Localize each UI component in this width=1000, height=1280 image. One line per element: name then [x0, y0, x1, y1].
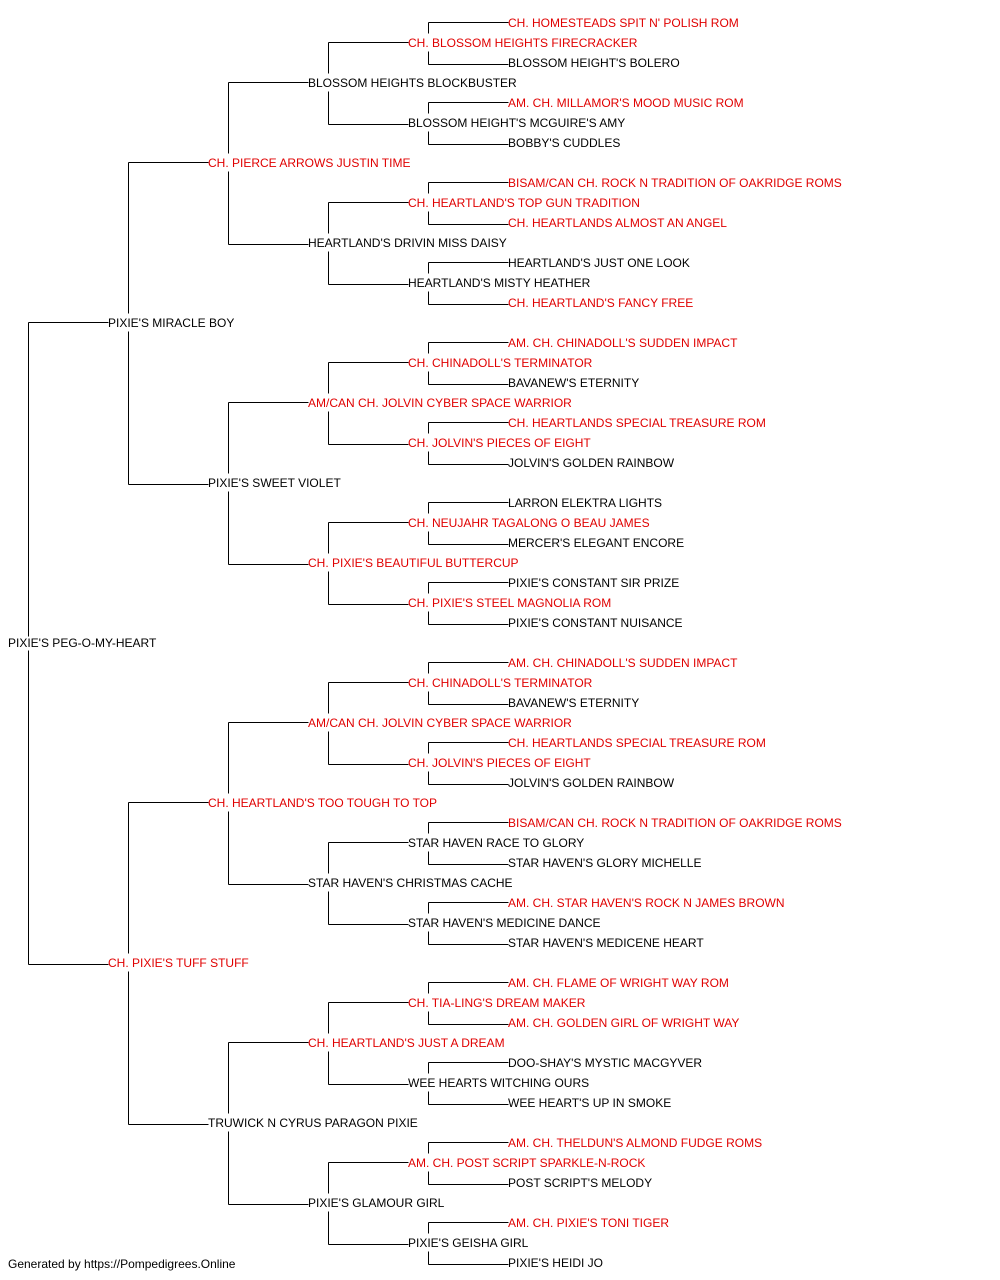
ancestor-name: STAR HAVEN'S GLORY MICHELLE [508, 856, 702, 870]
ancestor-name: POST SCRIPT'S MELODY [508, 1176, 653, 1190]
generated-by-footer: Generated by https://Pompedigrees.Online [8, 1257, 236, 1271]
ancestor-name: AM. CH. CHINADOLL'S SUDDEN IMPACT [508, 336, 738, 350]
ancestor-name: CH. HEARTLAND'S JUST A DREAM [308, 1036, 505, 1050]
ancestor-name: CH. NEUJAHR TAGALONG O BEAU JAMES [408, 516, 650, 530]
ancestor-name: PIXIE'S CONSTANT NUISANCE [508, 616, 683, 630]
ancestor-name: AM. CH. POST SCRIPT SPARKLE-N-ROCK [408, 1156, 646, 1170]
ancestor-name: AM. CH. CHINADOLL'S SUDDEN IMPACT [508, 656, 738, 670]
ancestor-name: JOLVIN'S GOLDEN RAINBOW [508, 776, 675, 790]
ancestor-name: STAR HAVEN RACE TO GLORY [408, 836, 585, 850]
ancestor-name: AM. CH. STAR HAVEN'S ROCK N JAMES BROWN [508, 896, 785, 910]
ancestor-name: CH. PIERCE ARROWS JUSTIN TIME [208, 156, 411, 170]
ancestor-name: CH. JOLVIN'S PIECES OF EIGHT [408, 756, 591, 770]
ancestor-name: BAVANEW'S ETERNITY [508, 376, 640, 390]
ancestor-name: PIXIE'S GLAMOUR GIRL [308, 1196, 445, 1210]
ancestor-name: CH. HOMESTEADS SPIT N' POLISH ROM [508, 16, 739, 30]
ancestor-name: AM. CH. FLAME OF WRIGHT WAY ROM [508, 976, 729, 990]
ancestor-name: BISAM/CAN CH. ROCK N TRADITION OF OAKRID… [508, 816, 842, 830]
ancestor-name: HEARTLAND'S JUST ONE LOOK [508, 256, 690, 270]
ancestor-name: AM. CH. GOLDEN GIRL OF WRIGHT WAY [508, 1016, 740, 1030]
ancestor-name: CH. PIXIE'S TUFF STUFF [108, 956, 249, 970]
ancestor-name: HEARTLAND'S DRIVIN MISS DAISY [308, 236, 507, 250]
ancestor-name: CH. CHINADOLL'S TERMINATOR [408, 356, 593, 370]
ancestor-name: BLOSSOM HEIGHTS BLOCKBUSTER [308, 76, 517, 90]
ancestor-name: CH. HEARTLAND'S TOP GUN TRADITION [408, 196, 640, 210]
ancestor-name: STAR HAVEN'S MEDICENE HEART [508, 936, 704, 950]
ancestor-name: WEE HEART'S UP IN SMOKE [508, 1096, 672, 1110]
ancestor-name: AM/CAN CH. JOLVIN CYBER SPACE WARRIOR [308, 396, 572, 410]
ancestor-name: CH. HEARTLANDS ALMOST AN ANGEL [508, 216, 727, 230]
ancestor-name: CH. HEARTLANDS SPECIAL TREASURE ROM [508, 736, 766, 750]
ancestor-name: LARRON ELEKTRA LIGHTS [508, 496, 663, 510]
ancestor-name: CH. BLOSSOM HEIGHTS FIRECRACKER [408, 36, 638, 50]
ancestor-name: PIXIE'S SWEET VIOLET [208, 476, 341, 490]
ancestor-name: WEE HEARTS WITCHING OURS [408, 1076, 590, 1090]
ancestor-name: CH. PIXIE'S BEAUTIFUL BUTTERCUP [308, 556, 519, 570]
ancestor-name: MERCER'S ELEGANT ENCORE [508, 536, 685, 550]
ancestor-name: HEARTLAND'S MISTY HEATHER [408, 276, 591, 290]
ancestor-name: DOO-SHAY'S MYSTIC MACGYVER [508, 1056, 703, 1070]
ancestor-name: BLOSSOM HEIGHT'S MCGUIRE'S AMY [408, 116, 626, 130]
ancestor-name: AM. CH. PIXIE'S TONI TIGER [508, 1216, 669, 1230]
ancestor-name: CH. PIXIE'S STEEL MAGNOLIA ROM [408, 596, 612, 610]
ancestor-name: CH. HEARTLAND'S TOO TOUGH TO TOP [208, 796, 438, 810]
ancestor-name: BISAM/CAN CH. ROCK N TRADITION OF OAKRID… [508, 176, 842, 190]
ancestor-name: TRUWICK N CYRUS PARAGON PIXIE [208, 1116, 418, 1130]
ancestor-name: BAVANEW'S ETERNITY [508, 696, 640, 710]
ancestor-name: STAR HAVEN'S CHRISTMAS CACHE [308, 876, 513, 890]
ancestor-name: PIXIE'S MIRACLE BOY [108, 316, 235, 330]
ancestor-name: PIXIE'S HEIDI JO [508, 1256, 603, 1270]
ancestor-name: BLOSSOM HEIGHT'S BOLERO [508, 56, 680, 70]
ancestor-name: CH. TIA-LING'S DREAM MAKER [408, 996, 586, 1010]
ancestor-name: AM/CAN CH. JOLVIN CYBER SPACE WARRIOR [308, 716, 572, 730]
ancestor-name: PIXIE'S GEISHA GIRL [408, 1236, 529, 1250]
ancestor-name: JOLVIN'S GOLDEN RAINBOW [508, 456, 675, 470]
ancestor-name: CH. HEARTLAND'S FANCY FREE [508, 296, 694, 310]
subject-dog-name: PIXIE'S PEG-O-MY-HEART [8, 636, 157, 650]
ancestor-name: CH. HEARTLANDS SPECIAL TREASURE ROM [508, 416, 766, 430]
ancestor-name: PIXIE'S CONSTANT SIR PRIZE [508, 576, 680, 590]
ancestor-name: AM. CH. MILLAMOR'S MOOD MUSIC ROM [508, 96, 744, 110]
ancestor-name: CH. JOLVIN'S PIECES OF EIGHT [408, 436, 591, 450]
ancestor-name: AM. CH. THELDUN'S ALMOND FUDGE ROMS [508, 1136, 763, 1150]
ancestor-name: STAR HAVEN'S MEDICINE DANCE [408, 916, 601, 930]
ancestor-name: CH. CHINADOLL'S TERMINATOR [408, 676, 593, 690]
ancestor-name: BOBBY'S CUDDLES [508, 136, 621, 150]
